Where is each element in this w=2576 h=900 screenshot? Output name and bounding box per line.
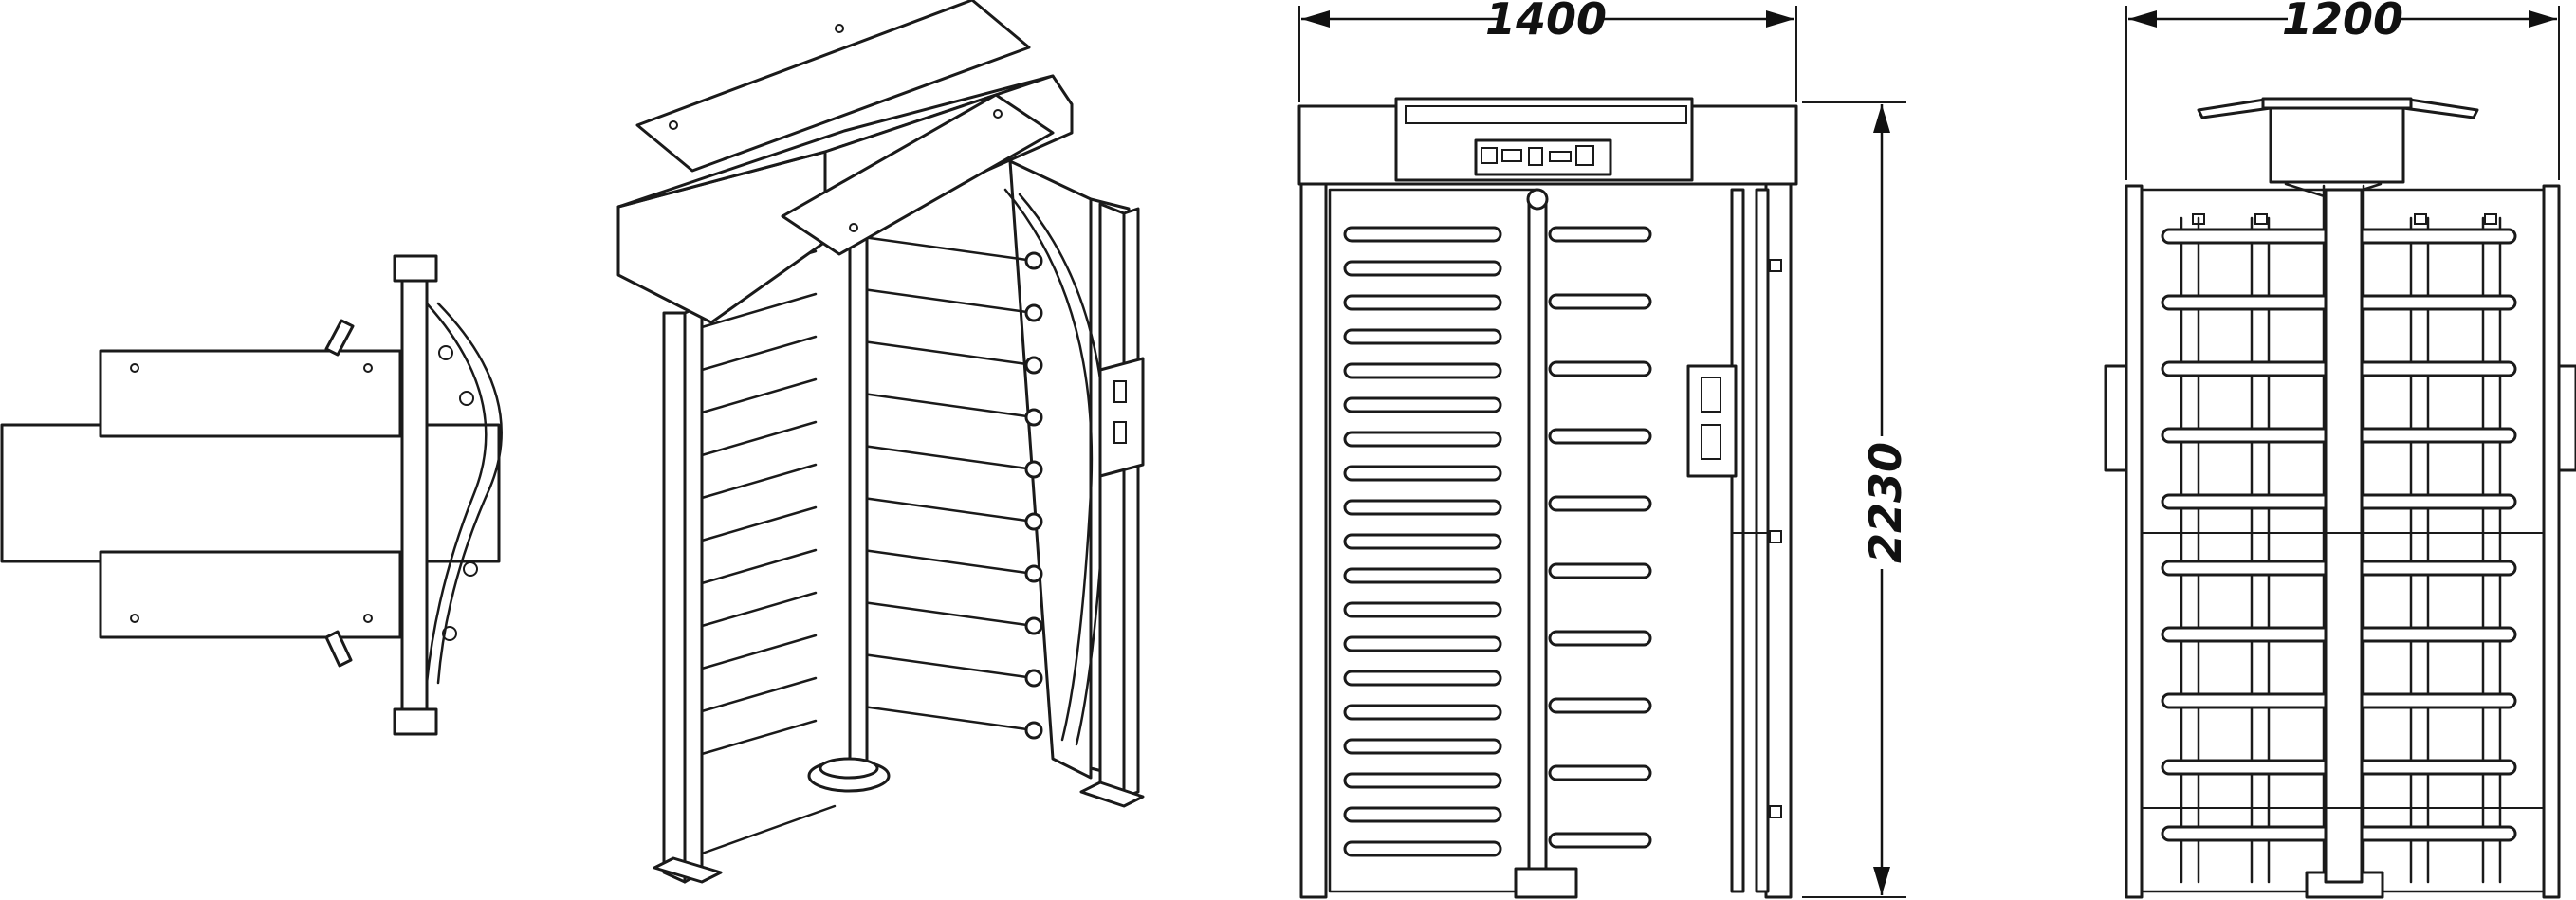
top-view-upper-plate bbox=[99, 349, 402, 438]
dimension-width-front: 1400 bbox=[1485, 0, 1607, 45]
isometric-view bbox=[616, 0, 1145, 884]
front-left-bars bbox=[1343, 226, 1502, 857]
side-view: 1200 bbox=[2104, 0, 2576, 899]
iso-top-plate-rear bbox=[635, 0, 1031, 173]
dimension-width-side: 1200 bbox=[2282, 0, 2403, 45]
front-rotor-arms bbox=[1548, 226, 1652, 849]
iso-top-plate-front bbox=[781, 93, 1055, 256]
side-view-canopy bbox=[2269, 101, 2405, 184]
dimension-height: 2230 bbox=[1860, 442, 1911, 563]
top-view bbox=[0, 254, 503, 736]
top-view-lower-plate bbox=[99, 550, 402, 639]
front-view: 1400 2230 bbox=[1297, 0, 1911, 899]
